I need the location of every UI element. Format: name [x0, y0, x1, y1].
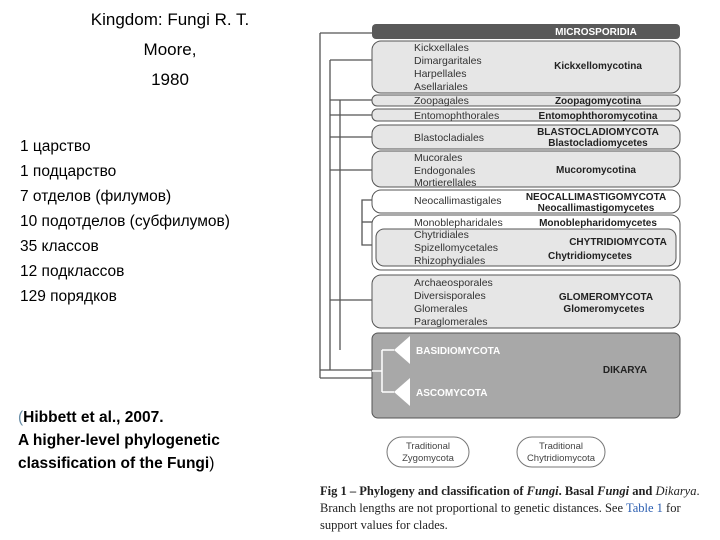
title-line-3: 1980: [151, 70, 189, 89]
order-mucorales: Mucorales: [414, 152, 462, 164]
order-glomerales: Glomerales: [414, 303, 468, 315]
stat-classes: 35 классов: [20, 238, 99, 255]
stat-kingdom: 1 царство: [20, 138, 91, 155]
order-chytridiales: Chytridiales: [414, 229, 469, 241]
caption-part-4: . Branch lengths are not proportional to…: [320, 484, 700, 515]
figure-caption: Fig 1 – Phylogeny and classification of …: [320, 483, 700, 534]
order-monoblepharidales: Monoblepharidales: [414, 217, 503, 229]
caption-part-1: Fig 1 – Phylogeny and classification of: [320, 484, 527, 498]
clade-ascomycota: ASCOMYCOTA: [416, 388, 487, 399]
clade-basidiomycota: BASIDIOMYCOTA: [416, 346, 500, 357]
caption-fungi: Fungi: [526, 484, 559, 498]
citation-close-paren: ): [209, 455, 215, 472]
glomero-box: [371, 274, 681, 329]
stat-subclasses: 12 подклассов: [20, 263, 125, 280]
title-line-1: Kingdom: Fungi R. T.: [90, 10, 250, 29]
legend-chytridiomycota-oval: [516, 436, 606, 468]
citation-line-2: A higher-level phylogenetic: [18, 432, 220, 449]
clade-entomophthoromycotina: Entomophthoromycotina: [539, 111, 658, 122]
kickxello-box: [371, 40, 681, 94]
clade-neocallimastigomycetes: Neocallimastigomycetes: [538, 203, 655, 214]
caption-part-3: and: [629, 484, 656, 498]
clade-glomeromycetes: Glomeromycetes: [563, 304, 645, 315]
stat-subphyla: 10 подотделов (субфилумов): [20, 213, 230, 230]
order-diversisporales: Diversisporales: [414, 290, 486, 302]
clade-glomeromycota: GLOMEROMYCOTA: [559, 292, 653, 303]
legend-zygomycota-line2: Zygomycota: [402, 453, 454, 464]
chytridio-inner-box: [375, 228, 677, 267]
clade-mucoromycotina: Mucoromycotina: [556, 165, 636, 176]
zoopago-box: [371, 94, 681, 107]
order-harpellales: Harpellales: [414, 68, 467, 80]
clade-blastocladiomycota: BLASTOCLADIOMYCOTA: [537, 127, 659, 138]
order-spizellomycetales: Spizellomycetales: [414, 242, 498, 254]
caption-fungi-2: Fungi: [597, 484, 630, 498]
caption-table-link[interactable]: Table 1: [625, 501, 663, 515]
order-asellariales: Asellariales: [414, 81, 468, 93]
entomoph-box: [371, 108, 681, 122]
title-line-2: Moore,: [143, 40, 197, 59]
clade-kickxellomycotina: Kickxellomycotina: [554, 61, 642, 72]
order-entomophthorales: Entomophthorales: [414, 110, 499, 122]
legend-chytridiomycota-line1: Traditional: [539, 441, 583, 452]
caption-part-2: . Basal: [558, 484, 598, 498]
order-rhizophydiales: Rhizophydiales: [414, 255, 485, 267]
clade-zoopagomycotina: Zoopagomycotina: [555, 96, 642, 107]
microsporidia-box: [372, 24, 680, 39]
order-kickxellales: Kickxellales: [414, 42, 469, 54]
stat-subkingdom: 1 подцарство: [20, 163, 117, 180]
basidio-triangle: [394, 336, 410, 364]
order-archaeosporales: Archaeosporales: [414, 277, 493, 289]
mucoro-box: [371, 150, 681, 188]
clade-chytridiomycetes: Chytridiomycetes: [548, 251, 632, 262]
citation-line-3: classification of the Fungi: [18, 455, 210, 472]
order-neocallimastigales: Neocallimastigales: [414, 195, 502, 207]
blasto-box: [371, 124, 681, 150]
legend-zygomycota-oval: [386, 436, 470, 468]
citation-open-paren: (: [18, 409, 24, 426]
order-paraglomerales: Paraglomerales: [414, 316, 488, 328]
citation: (Hibbett et al., 2007. A higher-level ph…: [18, 406, 220, 475]
clade-chytridiomycota: CHYTRIDIOMYCOTA: [569, 237, 667, 248]
order-mortierellales: Mortierellales: [414, 177, 476, 189]
microsporidia-label: MICROSPORIDIA: [555, 27, 637, 38]
asco-triangle: [394, 378, 410, 406]
dikarya-box: [371, 332, 681, 419]
taxonomy-stats-list: 1 царство 1 подцарство 7 отделов (филумо…: [20, 134, 230, 309]
clade-dikarya: DIKARYA: [603, 365, 647, 376]
caption-part-5: for support values for clades.: [320, 501, 681, 532]
legend-chytridiomycota-line2: Chytridiomycota: [527, 453, 596, 464]
citation-line-1: Hibbett et al., 2007.: [23, 409, 164, 426]
caption-dikarya: Dikarya: [655, 484, 697, 498]
clade-monoblepharidomycetes: Monoblepharidomycetes: [539, 218, 657, 229]
legend-zygomycota-line1: Traditional: [406, 441, 450, 452]
clade-blastocladiomycetes: Blastocladiomycetes: [548, 138, 648, 149]
slide-title: Kingdom: Fungi R. T. Moore, 1980: [40, 5, 300, 95]
order-zoopagales: Zoopagales: [414, 95, 469, 107]
stat-orders: 129 порядков: [20, 288, 117, 305]
neocalli-box: [371, 189, 681, 214]
order-blastocladiales: Blastocladiales: [414, 132, 484, 144]
order-endogonales: Endogonales: [414, 165, 475, 177]
stat-phyla: 7 отделов (филумов): [20, 188, 172, 205]
clade-neocallimastigomycota: NEOCALLIMASTIGOMYCOTA: [526, 192, 666, 203]
order-dimargaritales: Dimargaritales: [414, 55, 482, 67]
